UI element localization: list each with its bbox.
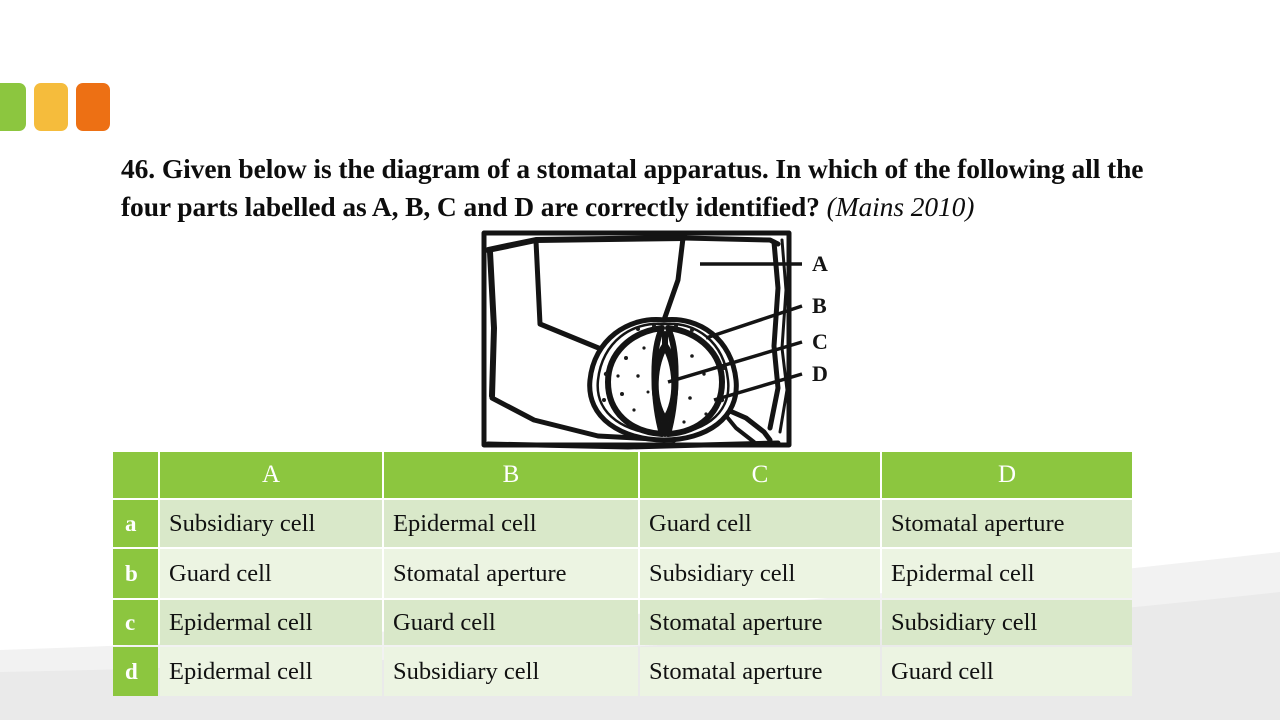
- option-c-part-d: Subsidiary cell: [882, 600, 1132, 645]
- option-b-part-d: Epidermal cell: [882, 549, 1132, 598]
- option-key-c: c: [113, 600, 158, 645]
- table-row-option-d[interactable]: d Epidermal cell Subsidiary cell Stomata…: [113, 647, 1132, 696]
- option-d-part-a: Epidermal cell: [160, 647, 382, 696]
- figure-labels: A B C D: [812, 251, 828, 386]
- option-key-d: d: [113, 647, 158, 696]
- header-column-a: A: [160, 452, 382, 498]
- header-column-c: C: [640, 452, 880, 498]
- option-a-part-b: Epidermal cell: [384, 500, 638, 547]
- option-d-part-b: Subsidiary cell: [384, 647, 638, 696]
- option-c-part-b: Guard cell: [384, 600, 638, 645]
- option-c-part-a: Epidermal cell: [160, 600, 382, 645]
- table-row-option-a[interactable]: a Subsidiary cell Epidermal cell Guard c…: [113, 500, 1132, 547]
- leader-lines: [667, 262, 803, 402]
- figure-label-b: B: [812, 293, 827, 318]
- table-header-row: A B C D: [113, 452, 1132, 498]
- figure-label-d: D: [812, 361, 828, 386]
- question-heading: 46. Given below is the diagram of a stom…: [121, 150, 1191, 226]
- option-d-part-d: Guard cell: [882, 647, 1132, 696]
- option-d-part-c: Stomatal aperture: [640, 647, 880, 696]
- stomatal-apparatus-figure: A B C D: [478, 228, 858, 453]
- option-c-part-c: Stomatal aperture: [640, 600, 880, 645]
- chip-orange-icon: [76, 83, 110, 131]
- figure-label-c: C: [812, 329, 828, 354]
- header-column-b: B: [384, 452, 638, 498]
- decorative-chips: [0, 83, 110, 131]
- header-blank: [113, 452, 158, 498]
- option-b-part-a: Guard cell: [160, 549, 382, 598]
- figure-label-a: A: [812, 251, 828, 276]
- question-text: 46. Given below is the diagram of a stom…: [121, 153, 1144, 222]
- chip-green-icon: [0, 83, 26, 131]
- table-row-option-c[interactable]: c Epidermal cell Guard cell Stomatal ape…: [113, 600, 1132, 645]
- option-b-part-b: Stomatal aperture: [384, 549, 638, 598]
- option-b-part-c: Subsidiary cell: [640, 549, 880, 598]
- table-row-option-b[interactable]: b Guard cell Stomatal aperture Subsidiar…: [113, 549, 1132, 598]
- option-key-b: b: [113, 549, 158, 598]
- header-column-d: D: [882, 452, 1132, 498]
- option-a-part-a: Subsidiary cell: [160, 500, 382, 547]
- question-source: (Mains 2010): [826, 191, 975, 222]
- answer-options-table: A B C D a Subsidiary cell Epidermal cell…: [111, 450, 1134, 698]
- option-a-part-c: Guard cell: [640, 500, 880, 547]
- option-a-part-d: Stomatal aperture: [882, 500, 1132, 547]
- option-key-a: a: [113, 500, 158, 547]
- chip-yellow-icon: [34, 83, 68, 131]
